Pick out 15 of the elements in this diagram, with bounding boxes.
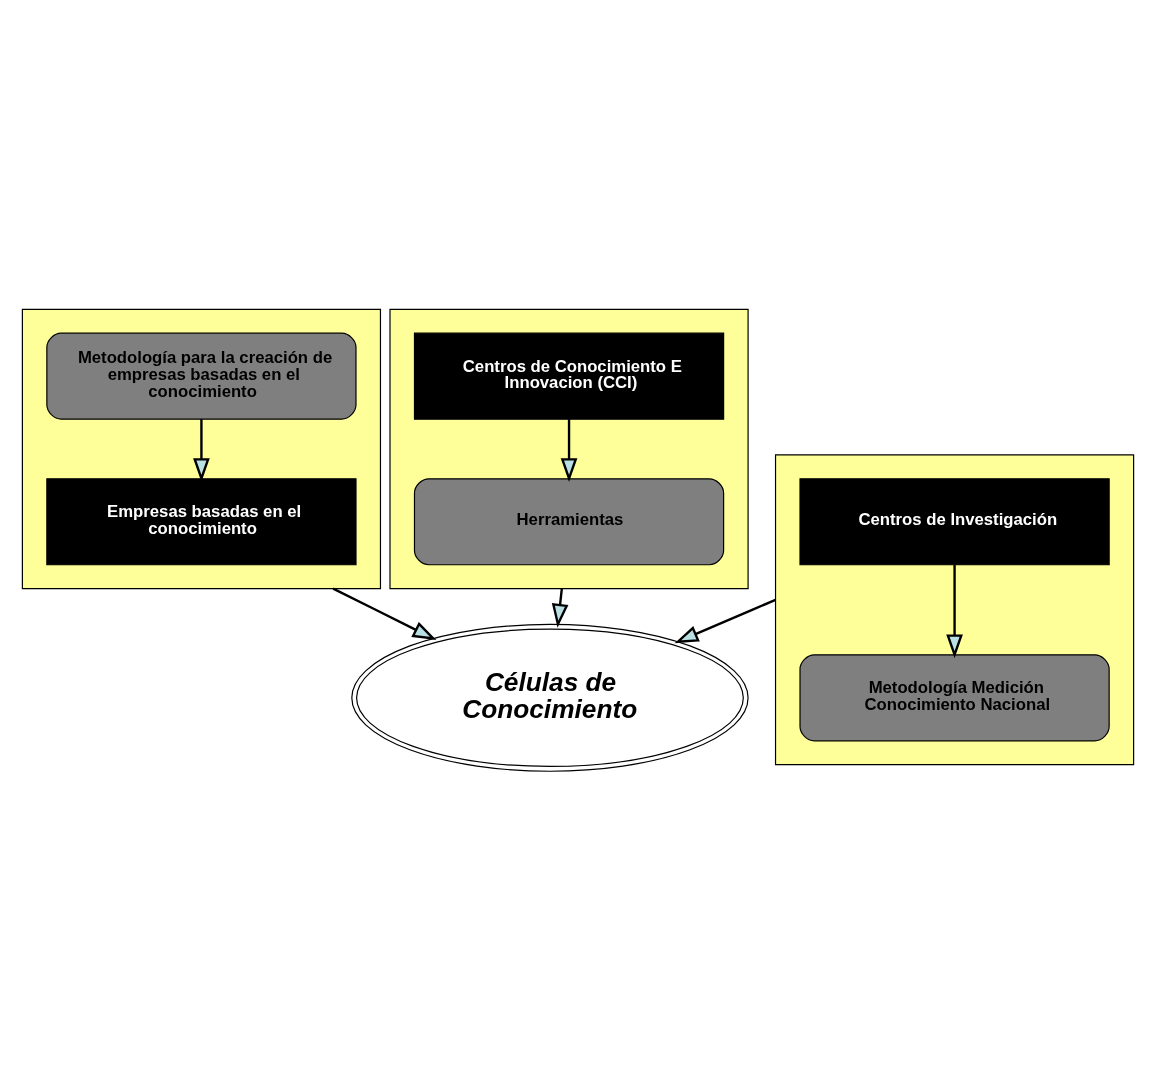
- arrow: [674, 598, 776, 643]
- arrow: [332, 587, 437, 640]
- node-box: Empresas basadas en el conocimiento: [46, 477, 357, 565]
- cluster: [389, 308, 749, 589]
- node-box: Centros de Conocimiento E Innovacion (CCI): [413, 332, 725, 420]
- arrow: [551, 588, 569, 628]
- arrow: [560, 418, 578, 482]
- arrow: [193, 418, 210, 482]
- arrow: [946, 564, 963, 658]
- cluster: [774, 453, 1135, 765]
- node-box: Herramientas: [413, 477, 725, 565]
- cluster: [21, 308, 382, 589]
- node-box: Metodología para la creación de empresas basadas en el conocimiento: [46, 332, 357, 420]
- node-box: Metodología Medición Conocimiento Nacional: [799, 653, 1110, 741]
- node-box: Centros de Investigación: [799, 477, 1110, 565]
